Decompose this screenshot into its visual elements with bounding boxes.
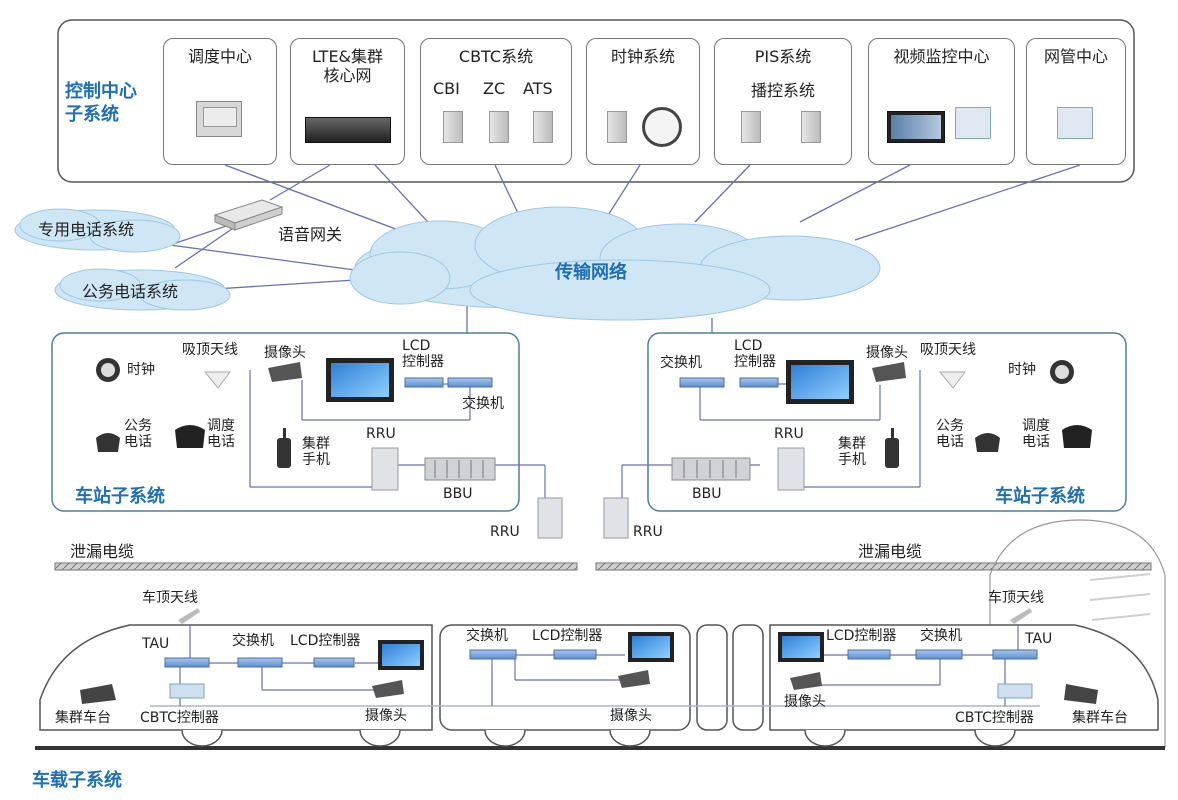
voice-gateway-device <box>213 199 284 231</box>
station-left-links <box>249 370 546 500</box>
clock-system-module: 时钟系统 <box>586 38 700 165</box>
leaky-cable-right <box>595 562 1152 571</box>
pis-server-icon-2 <box>801 111 821 143</box>
station-right-switch-label: 交换机 <box>660 355 702 371</box>
station-left-rru-label: RRU <box>366 426 396 442</box>
car1-camera-label: 摄像头 <box>365 708 407 724</box>
clock-icon <box>642 107 682 147</box>
station-left-public-phone-label: 公务 电话 <box>124 418 152 451</box>
station-left-dispatch-phone-label: 调度 电话 <box>207 418 235 451</box>
voice-gateway-label: 语音网关 <box>278 225 343 244</box>
station-left-lcd-ctrl-label: LCD 控制器 <box>402 338 444 371</box>
station-right-ceiling-antenna-label: 吸顶天线 <box>920 342 976 358</box>
public-phone-label: 公务电话系统 <box>82 282 179 301</box>
core-server-icon <box>305 117 391 143</box>
pis-label: PIS系统 <box>754 47 812 66</box>
car3-cbtc-ctrl-label: CBTC控制器 <box>955 710 1034 726</box>
lte-core-label: LTE&集群 核心网 <box>311 47 384 86</box>
pis-sub-label: 播控系统 <box>750 81 815 100</box>
station-left-box <box>51 332 520 512</box>
video-surveillance-module: 视频监控中心 <box>868 38 1015 165</box>
clock-system-label: 时钟系统 <box>610 47 675 66</box>
car1-lcd-ctrl-label: LCD控制器 <box>290 633 361 649</box>
pis-server-icon-1 <box>741 111 761 143</box>
leaky-cable-left-label: 泄漏电缆 <box>70 542 135 561</box>
station-left-ceiling-antenna-label: 吸顶天线 <box>182 342 238 358</box>
car1-trunk-radio-label: 集群车台 <box>55 710 111 726</box>
private-phone-label: 专用电话系统 <box>38 220 135 239</box>
cbtc-label: CBTC系统 <box>458 47 534 66</box>
zc-server-icon <box>489 111 509 143</box>
station-right-dispatch-phone-label: 调度 电话 <box>1022 418 1050 451</box>
car2-switch-label: 交换机 <box>466 628 508 644</box>
cbtc-module: CBTC系统 CBI ZC ATS <box>420 38 572 165</box>
station-right-rru-out-label: RRU <box>633 524 663 540</box>
station-right-camera-label: 摄像头 <box>866 345 908 361</box>
station-right-handset-label: 集群 手机 <box>838 436 866 469</box>
car1-cbtc-ctrl-label: CBTC控制器 <box>140 710 219 726</box>
station-left-handset-label: 集群 手机 <box>302 436 330 469</box>
video-wall-icon <box>887 111 945 143</box>
station-right-rru-label: RRU <box>774 426 804 442</box>
station-left-clock-label: 时钟 <box>127 362 155 378</box>
station-right-title: 车站子系统 <box>995 486 1085 507</box>
cbtc-ats-label: ATS <box>523 79 553 98</box>
clock-server-icon <box>607 111 627 143</box>
transport-cloud <box>349 206 881 321</box>
car3-tau-label: TAU <box>1025 631 1053 647</box>
station-left-rru-out-label: RRU <box>490 524 520 540</box>
station-right-clock-label: 时钟 <box>1008 362 1036 378</box>
car2-camera-label: 摄像头 <box>610 708 652 724</box>
transport-network-label: 传输网络 <box>555 262 627 283</box>
leaky-cable-right-label: 泄漏电缆 <box>858 542 923 561</box>
car1-switch-label: 交换机 <box>232 633 274 649</box>
station-right-devices <box>603 360 1092 539</box>
station-right-public-phone-label: 公务 电话 <box>936 418 964 451</box>
car2-lcd-ctrl-label: LCD控制器 <box>532 628 603 644</box>
control-center-title: 控制中心 子系统 <box>65 81 137 126</box>
station-left-devices <box>96 358 563 539</box>
cbi-server-icon <box>443 111 463 143</box>
car3-lcd-ctrl-label: LCD控制器 <box>826 628 897 644</box>
video-surveillance-label: 视频监控中心 <box>893 47 990 66</box>
station-right-lcd-ctrl-label: LCD 控制器 <box>734 338 776 371</box>
station-left-bbu-label: BBU <box>443 486 473 502</box>
car1-tau-label: TAU <box>142 636 170 652</box>
dispatch-center-label: 调度中心 <box>187 47 252 66</box>
nms-module: 网管中心 <box>1026 38 1126 165</box>
cbtc-zc-label: ZC <box>483 79 506 98</box>
dispatch-center-module: 调度中心 <box>163 38 277 165</box>
car3-roof-antenna-label: 车顶天线 <box>988 590 1044 606</box>
car1-roof-antenna-label: 车顶天线 <box>142 590 198 606</box>
cbtc-cbi-label: CBI <box>433 79 460 98</box>
lte-core-module: LTE&集群 核心网 <box>290 38 405 165</box>
car3-trunk-radio-label: 集群车台 <box>1072 710 1128 726</box>
monitor-icon <box>955 107 991 139</box>
train-subsystem-title: 车载子系统 <box>32 770 122 791</box>
leaky-cable-left <box>54 562 578 571</box>
ats-server-icon <box>533 111 553 143</box>
nms-monitor-icon <box>1057 107 1093 139</box>
station-right-bbu-label: BBU <box>692 486 722 502</box>
pis-module: PIS系统 播控系统 <box>714 38 852 165</box>
computer-icon <box>196 101 242 137</box>
car3-switch-label: 交换机 <box>920 628 962 644</box>
station-left-title: 车站子系统 <box>75 486 165 507</box>
nms-label: 网管中心 <box>1043 47 1108 66</box>
station-left-switch-label: 交换机 <box>462 396 504 412</box>
phone-clouds <box>14 208 231 311</box>
station-left-camera-label: 摄像头 <box>264 345 306 361</box>
car3-camera-label: 摄像头 <box>784 694 826 710</box>
